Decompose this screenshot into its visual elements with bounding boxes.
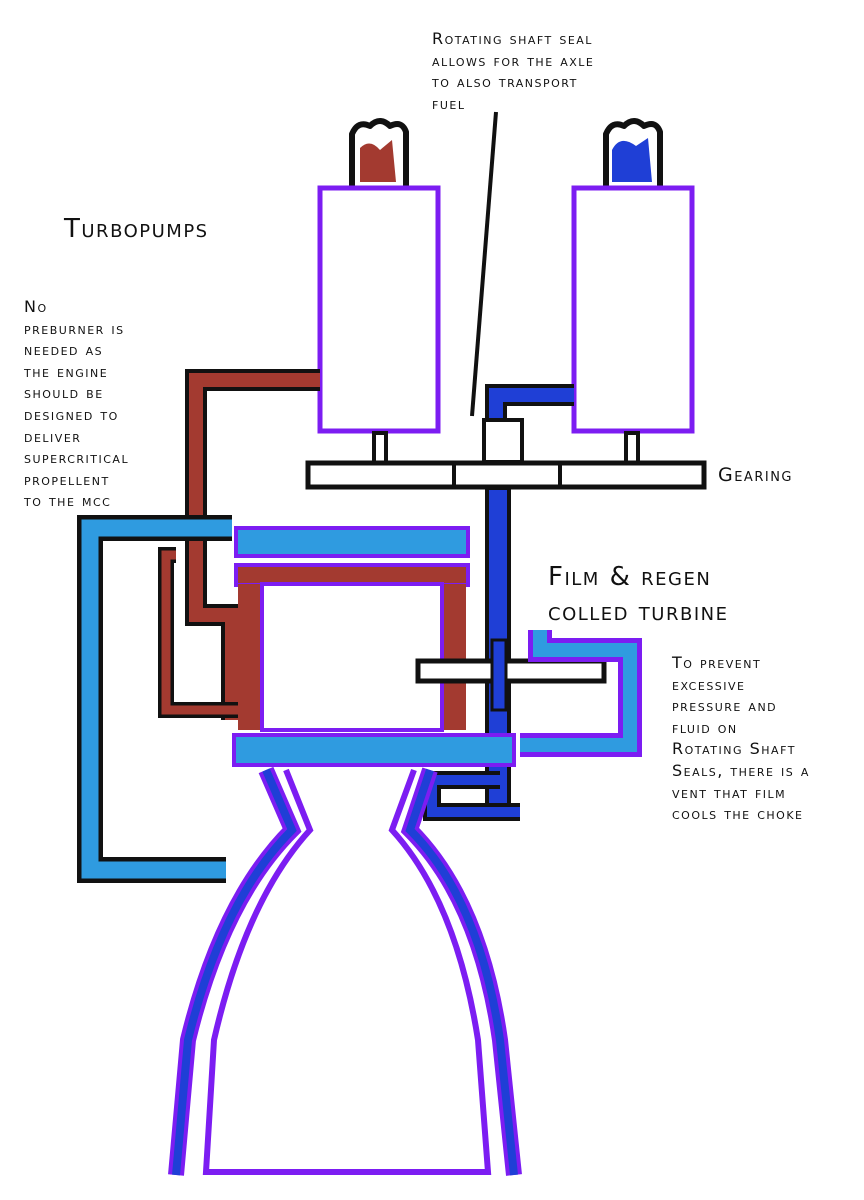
left-turbopump <box>317 185 441 434</box>
right-inlet-valve <box>603 118 663 186</box>
turbine-rotor <box>415 638 607 712</box>
gearing-label: Gearing <box>718 464 793 486</box>
axle-seal-box <box>482 418 524 464</box>
preburner-note: No preburner is needed as the engine sho… <box>24 297 130 511</box>
left-inlet-valve <box>349 118 409 186</box>
nozzle <box>168 766 522 1176</box>
turbopumps-label: Turbopumps <box>64 214 209 244</box>
right-turbopump <box>571 185 695 434</box>
vent-note: To prevent excessive pressure and fluid … <box>672 653 810 824</box>
turbine-label: Film & regen colled turbine <box>548 562 729 628</box>
vent-loop <box>423 630 642 821</box>
gearing-bar <box>305 460 707 490</box>
seal-callout-line <box>470 111 498 417</box>
fuel-line <box>158 369 320 720</box>
seal-note: Rotating shaft seal allows for the axle … <box>432 29 595 113</box>
coolant-loop-left <box>77 515 232 883</box>
turbine-housing <box>232 526 516 767</box>
